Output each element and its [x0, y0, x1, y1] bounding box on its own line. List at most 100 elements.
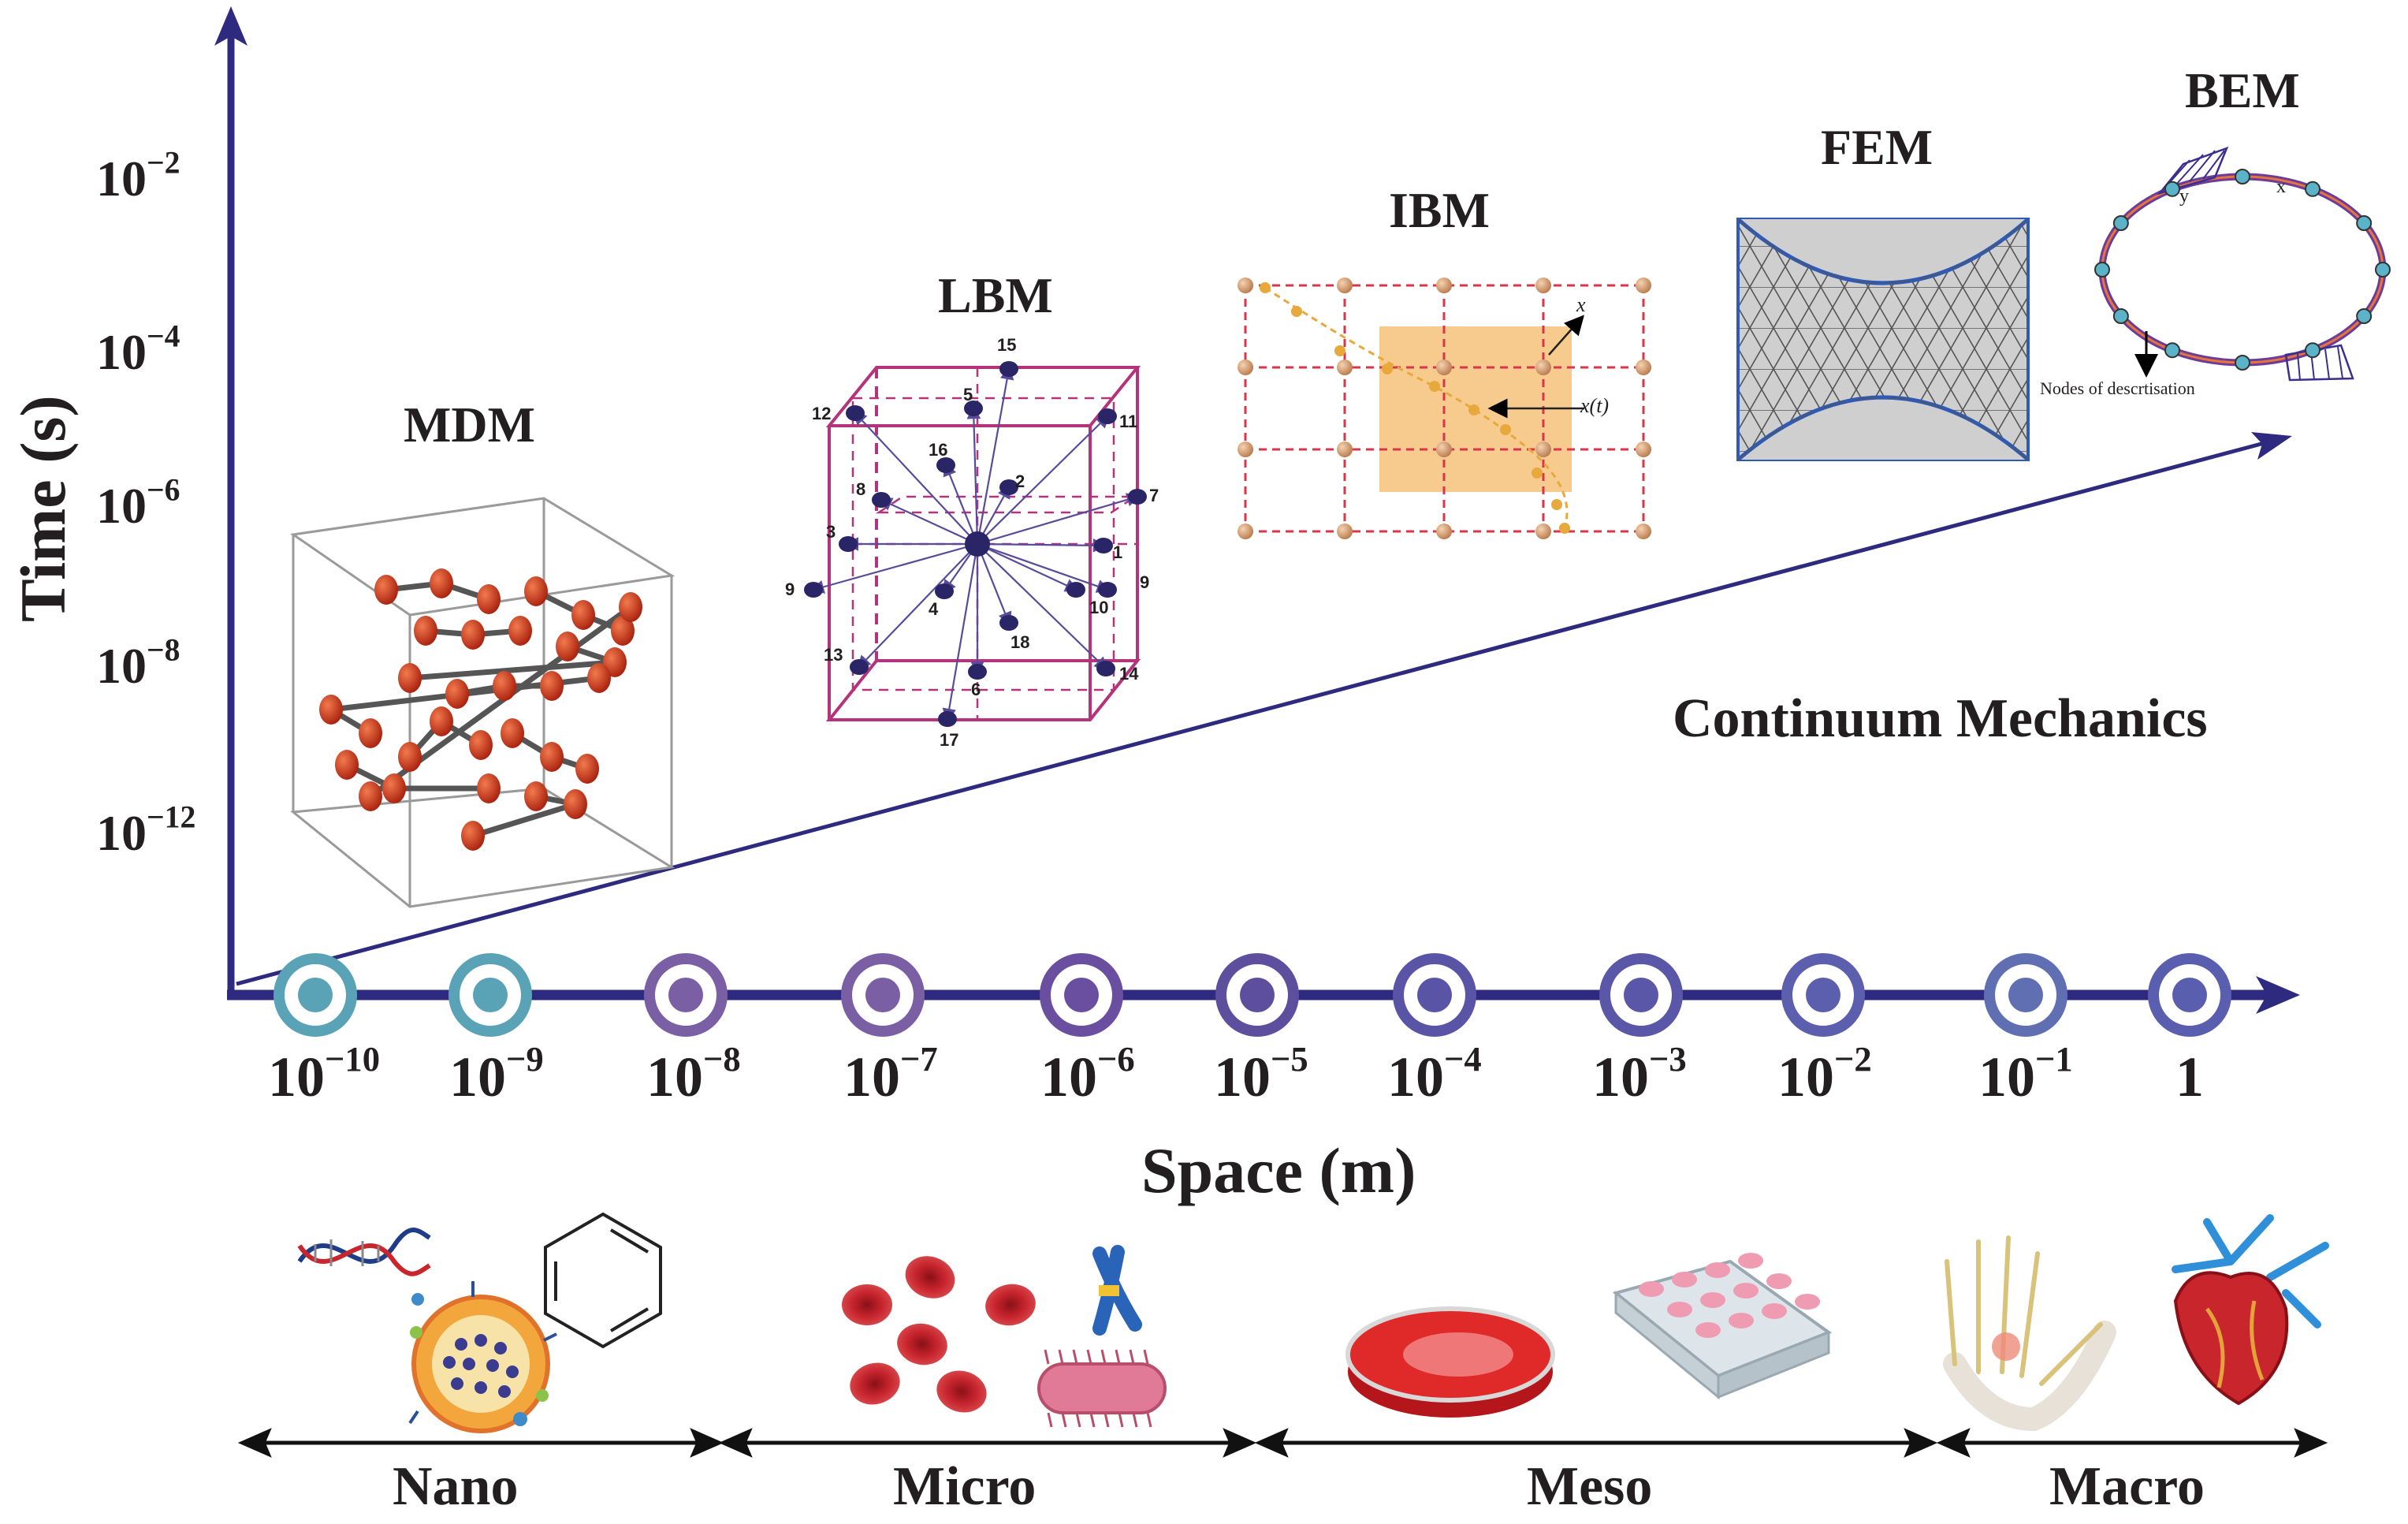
bem-node — [2375, 262, 2391, 278]
ibm-grid-node — [1436, 442, 1452, 457]
lbm-node-label: 14 — [1119, 664, 1139, 684]
scale-label-micro: Micro — [893, 1456, 1037, 1517]
bem-node — [2305, 181, 2321, 197]
ibm-grid-node — [1636, 278, 1651, 293]
lbm-node — [999, 615, 1018, 631]
x-tick-label: 10−10 — [268, 1038, 381, 1109]
x-axis-marker — [1599, 953, 1683, 1037]
y-tick-label: 10−6 — [96, 472, 181, 534]
x-axis-marker — [1393, 953, 1476, 1037]
continuum-mechanics-label: Continuum Mechanics — [1673, 688, 2208, 749]
ibm-label-xt: x(t) — [1580, 394, 1610, 417]
atom — [587, 663, 611, 693]
lbm-node-label: 10 — [1089, 598, 1109, 617]
atom — [540, 742, 564, 772]
benzene-icon — [544, 1212, 662, 1349]
lbm-node — [935, 583, 954, 599]
lbm-node — [1096, 661, 1115, 676]
lbm-illustration — [804, 361, 1147, 727]
lbm-node — [872, 492, 891, 508]
diagonal-arrowhead — [2251, 432, 2292, 460]
x-axis-marker — [1781, 953, 1865, 1037]
bacterium-icon — [1037, 1349, 1167, 1428]
x-tick-label: 10−5 — [1214, 1038, 1308, 1109]
hand-icon — [1943, 1235, 2116, 1432]
ibm-grid-node — [1337, 278, 1353, 293]
x-axis-markers — [274, 953, 2231, 1037]
lbm-node-label: 4 — [929, 599, 939, 619]
scale-label-nano: Nano — [393, 1456, 519, 1517]
lbm-node — [1098, 582, 1117, 598]
chromosome-icon — [1092, 1245, 1142, 1336]
lbm-node-label: 16 — [929, 440, 948, 460]
atom — [398, 663, 422, 693]
ibm-grid-node — [1636, 442, 1651, 457]
heart-icon — [2172, 1214, 2329, 1406]
ibm-grid-node — [1436, 360, 1452, 375]
method-label-ibm: IBM — [1389, 182, 1490, 238]
atom — [477, 584, 501, 614]
x-axis-marker — [1984, 953, 2067, 1037]
dna-icon — [297, 1228, 431, 1276]
x-tick-label: 10−1 — [1978, 1038, 2073, 1109]
y-tick-label: 10−2 — [96, 145, 181, 207]
bem-node — [2164, 342, 2180, 359]
lbm-node — [839, 536, 858, 552]
lbm-node-label: 9 — [1140, 572, 1150, 592]
x-axis-marker — [2148, 953, 2231, 1037]
lbm-node — [1066, 582, 1085, 598]
x-axis-arrowhead — [2256, 976, 2300, 1014]
ibm-grid-node — [1535, 524, 1551, 539]
y-tick-label: 10−8 — [96, 632, 181, 694]
lbm-node — [1094, 538, 1113, 553]
atom — [508, 616, 532, 646]
atom — [430, 706, 453, 736]
atom — [461, 821, 485, 851]
bem-node — [2356, 308, 2373, 324]
ibm-grid-node — [1237, 524, 1253, 539]
lbm-node-label: 12 — [812, 404, 832, 423]
x-tick-label: 10−4 — [1387, 1038, 1482, 1109]
lbm-node — [846, 405, 865, 421]
lbm-node-label: 17 — [940, 730, 959, 750]
ibm-grid-node — [1237, 278, 1253, 293]
lbm-node — [938, 711, 957, 727]
atom — [430, 568, 453, 598]
atom — [524, 781, 548, 811]
atom — [445, 679, 469, 709]
bem-illustration — [2094, 146, 2391, 382]
x-tick-label: 10−8 — [646, 1038, 741, 1109]
scale-arrows — [237, 1428, 2328, 1458]
atom — [359, 718, 382, 748]
bem-label-nodes: Nodes of descrtisation — [2040, 378, 2195, 398]
lbm-node-label: 3 — [826, 522, 836, 542]
lbm-node — [804, 582, 823, 598]
x-tick-label: 10−9 — [449, 1038, 544, 1109]
lbm-node-label: 11 — [1119, 412, 1138, 431]
ibm-boundary-point — [1429, 381, 1440, 392]
lbm-node-label: 7 — [1149, 486, 1159, 505]
y-tick-label: 10−12 — [96, 799, 196, 861]
ibm-grid-node — [1636, 524, 1651, 539]
method-label-mdm: MDM — [404, 397, 536, 453]
x-tick-label: 10−6 — [1040, 1038, 1135, 1109]
mdm-illustration — [289, 497, 676, 908]
lbm-node-label: 1 — [1113, 542, 1123, 562]
ibm-boundary-point — [1291, 306, 1302, 317]
bem-node — [2235, 355, 2250, 371]
meso-icons — [1345, 1253, 1833, 1418]
fem-illustration — [1736, 218, 2030, 461]
liposome-icon — [408, 1281, 557, 1433]
x-tick-label: 10−7 — [843, 1038, 938, 1109]
ibm-boundary-point — [1382, 363, 1393, 374]
method-label-fem: FEM — [1821, 119, 1933, 175]
lbm-node-label: 13 — [824, 645, 843, 665]
ibm-grid-node — [1337, 442, 1353, 457]
atom — [461, 620, 485, 650]
well-plate-icon — [1612, 1253, 1833, 1400]
ibm-grid-node — [1436, 278, 1452, 293]
bem-node — [2305, 342, 2321, 359]
ibm-boundary-point — [1532, 468, 1543, 479]
atom — [564, 789, 587, 819]
